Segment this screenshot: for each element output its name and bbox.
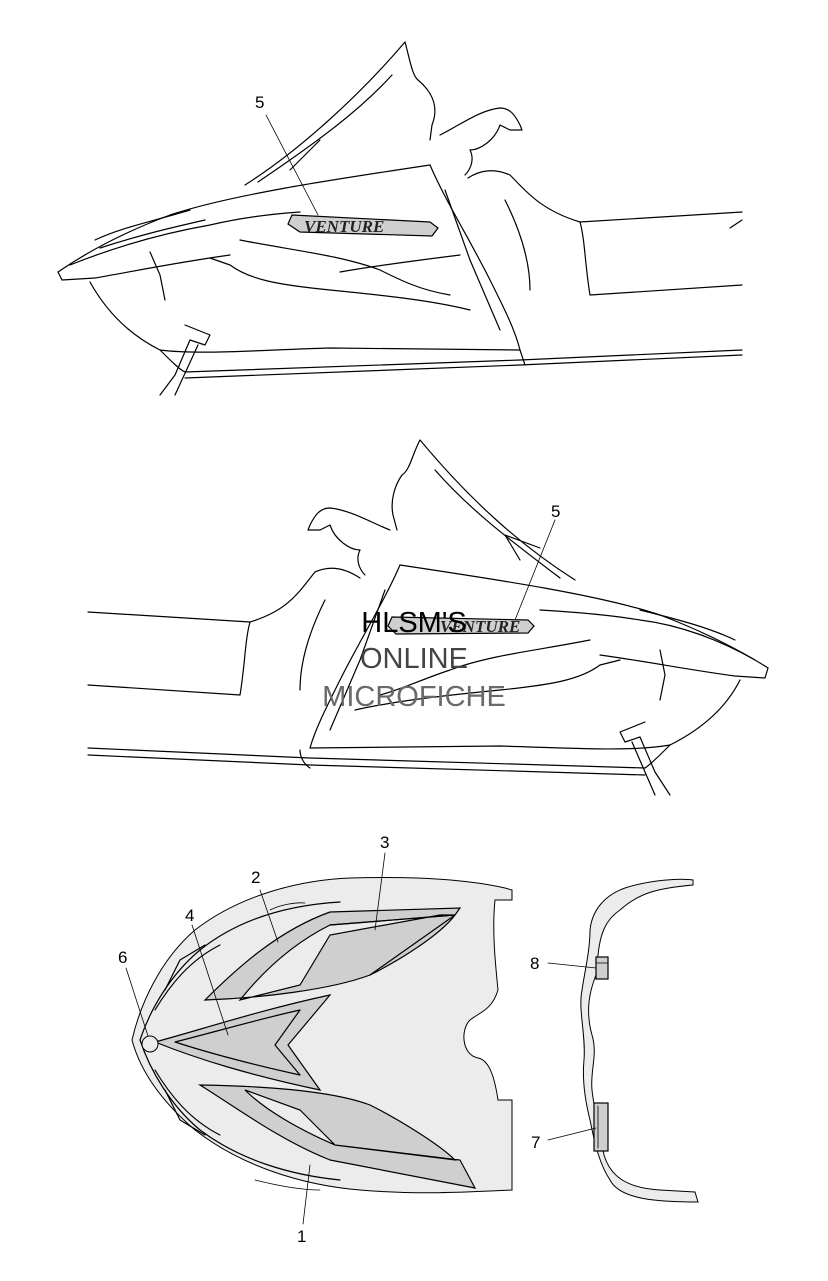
callout-label: 3 bbox=[380, 833, 389, 852]
snowmobile-right-side-view: VENTURE bbox=[57, 41, 743, 396]
watermark: HLSM'S ONLINE MICROFICHE bbox=[322, 607, 506, 713]
side-panel-view bbox=[580, 878, 699, 1203]
callout-label: 5 bbox=[255, 93, 264, 112]
callout-label: 7 bbox=[531, 1133, 540, 1152]
callout-label: 1 bbox=[297, 1227, 306, 1246]
hood-front-view bbox=[131, 876, 513, 1194]
callout-1: 1 bbox=[297, 1164, 311, 1246]
callout-7: 7 bbox=[531, 1127, 597, 1152]
callout-2: 2 bbox=[251, 868, 279, 943]
venture-logo-decal-top: VENTURE bbox=[304, 217, 384, 236]
watermark-line-1: HLSM'S bbox=[361, 607, 466, 639]
callout-label: 4 bbox=[185, 906, 194, 925]
callout-label: 5 bbox=[551, 502, 560, 521]
watermark-line-3: MICROFICHE bbox=[322, 681, 506, 713]
callout-label: 6 bbox=[118, 948, 127, 967]
callout-label: 2 bbox=[251, 868, 260, 887]
snowmobile-left-side-view: VENTURE bbox=[87, 439, 769, 796]
callout-5-middle: 5 bbox=[514, 502, 560, 621]
venture-logo-decal-mid: VENTURE bbox=[440, 617, 520, 636]
callout-4: 4 bbox=[185, 906, 229, 1036]
callout-label: 8 bbox=[530, 954, 539, 973]
callout-5-top: 5 bbox=[255, 93, 319, 216]
callout-3: 3 bbox=[374, 833, 389, 931]
callout-6: 6 bbox=[118, 948, 149, 1037]
callout-8: 8 bbox=[530, 954, 597, 973]
watermark-line-2: ONLINE bbox=[360, 643, 468, 675]
